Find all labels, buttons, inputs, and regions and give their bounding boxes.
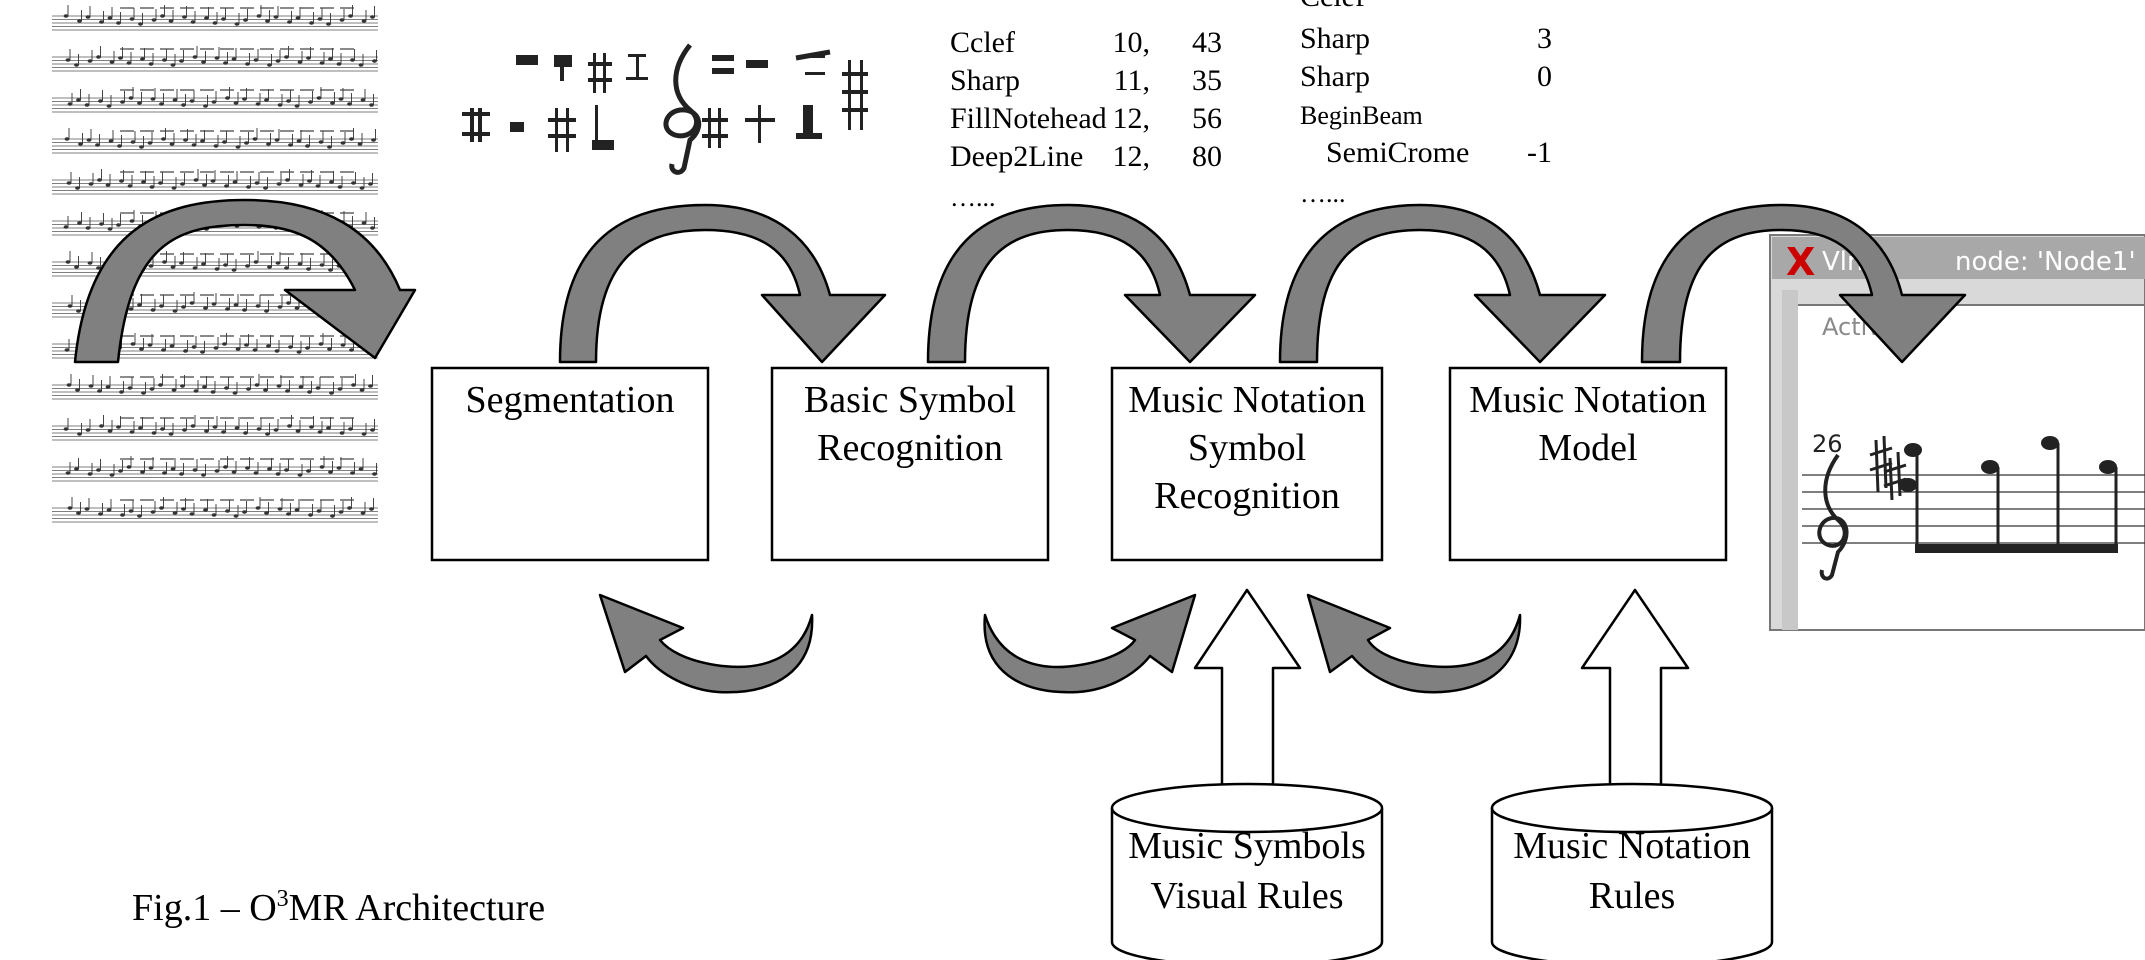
box-label-line: Music Notation xyxy=(1128,379,1365,421)
mini-staff xyxy=(1802,435,2145,581)
score-panel xyxy=(1789,304,2145,631)
symbol-y: 35 xyxy=(1192,64,1222,97)
symbol-x: 12, xyxy=(1113,140,1151,173)
symbol-name: Deep2Line xyxy=(950,140,1083,173)
feedback-arrow-1 xyxy=(598,593,814,694)
feedback-arrow-2 xyxy=(983,593,1197,694)
feedback-arrow-3 xyxy=(1306,593,1522,694)
model-item-name: BeginBeam xyxy=(1300,101,1423,130)
box-label-line: Model xyxy=(1538,427,1637,469)
box-label-line: Music Symbols xyxy=(1128,825,1366,867)
rules-arrow-2 xyxy=(1580,588,1690,810)
symbol-x: 10, xyxy=(1113,26,1151,59)
panel-border xyxy=(1782,290,1798,630)
flow-arrow-3 xyxy=(926,203,1257,364)
segmentation-box: Segmentation xyxy=(430,366,710,562)
model-item-name: Sharp xyxy=(1300,60,1370,93)
model-item-value: 3 xyxy=(1537,22,1552,55)
model-item-name: Cclef xyxy=(1300,0,1365,13)
measure-number: 26 xyxy=(1812,430,1843,458)
symbol-x: 11, xyxy=(1114,64,1150,97)
model-item-value: 0 xyxy=(1537,60,1552,93)
symbol-table-more: …... xyxy=(950,183,996,212)
model-item-name: Sharp xyxy=(1300,22,1370,55)
editor-title-right: node: 'Node1' xyxy=(1955,247,2136,277)
editor-titlebar xyxy=(1772,237,2145,279)
figure-caption: Fig.1 – O3MR Architecture xyxy=(132,886,545,929)
flow-arrow-1 xyxy=(73,198,417,364)
box-label-line: Symbol xyxy=(1188,427,1306,469)
symbol-y: 80 xyxy=(1192,140,1222,173)
symbol-y: 56 xyxy=(1192,102,1222,135)
model-item-value: -1 xyxy=(1527,136,1552,169)
box-label-line: Basic Symbol xyxy=(804,379,1016,421)
close-icon[interactable]: X xyxy=(1786,240,1815,284)
symbol-y: 43 xyxy=(1192,26,1222,59)
model-item-name: SemiCrome xyxy=(1326,136,1469,169)
box-label-line: Rules xyxy=(1589,875,1676,917)
symbol-name: Sharp xyxy=(950,64,1020,97)
flow-arrow-5 xyxy=(1640,203,1967,364)
model-list: CclefSharp3Sharp0BeginBeamSemiCrome-1…..… xyxy=(1300,0,1552,208)
rules-arrow-1 xyxy=(1193,588,1302,810)
symbol-name: FillNotehead xyxy=(950,102,1107,135)
basic-symbols-image xyxy=(462,43,868,175)
box-label-line: Segmentation xyxy=(466,379,675,421)
model-list-more: …... xyxy=(1300,179,1346,208)
box-label-line: Music Notation xyxy=(1513,825,1750,867)
symbol-x: 12, xyxy=(1113,102,1151,135)
box-label-line: Recognition xyxy=(1154,475,1340,517)
flow-arrow-4 xyxy=(1278,203,1607,364)
symbol-name: Cclef xyxy=(950,26,1015,59)
box-label-line: Visual Rules xyxy=(1151,875,1344,917)
box-label-line: Music Notation xyxy=(1469,379,1706,421)
box-label-line: Recognition xyxy=(817,427,1003,469)
flow-arrow-2 xyxy=(558,203,887,364)
